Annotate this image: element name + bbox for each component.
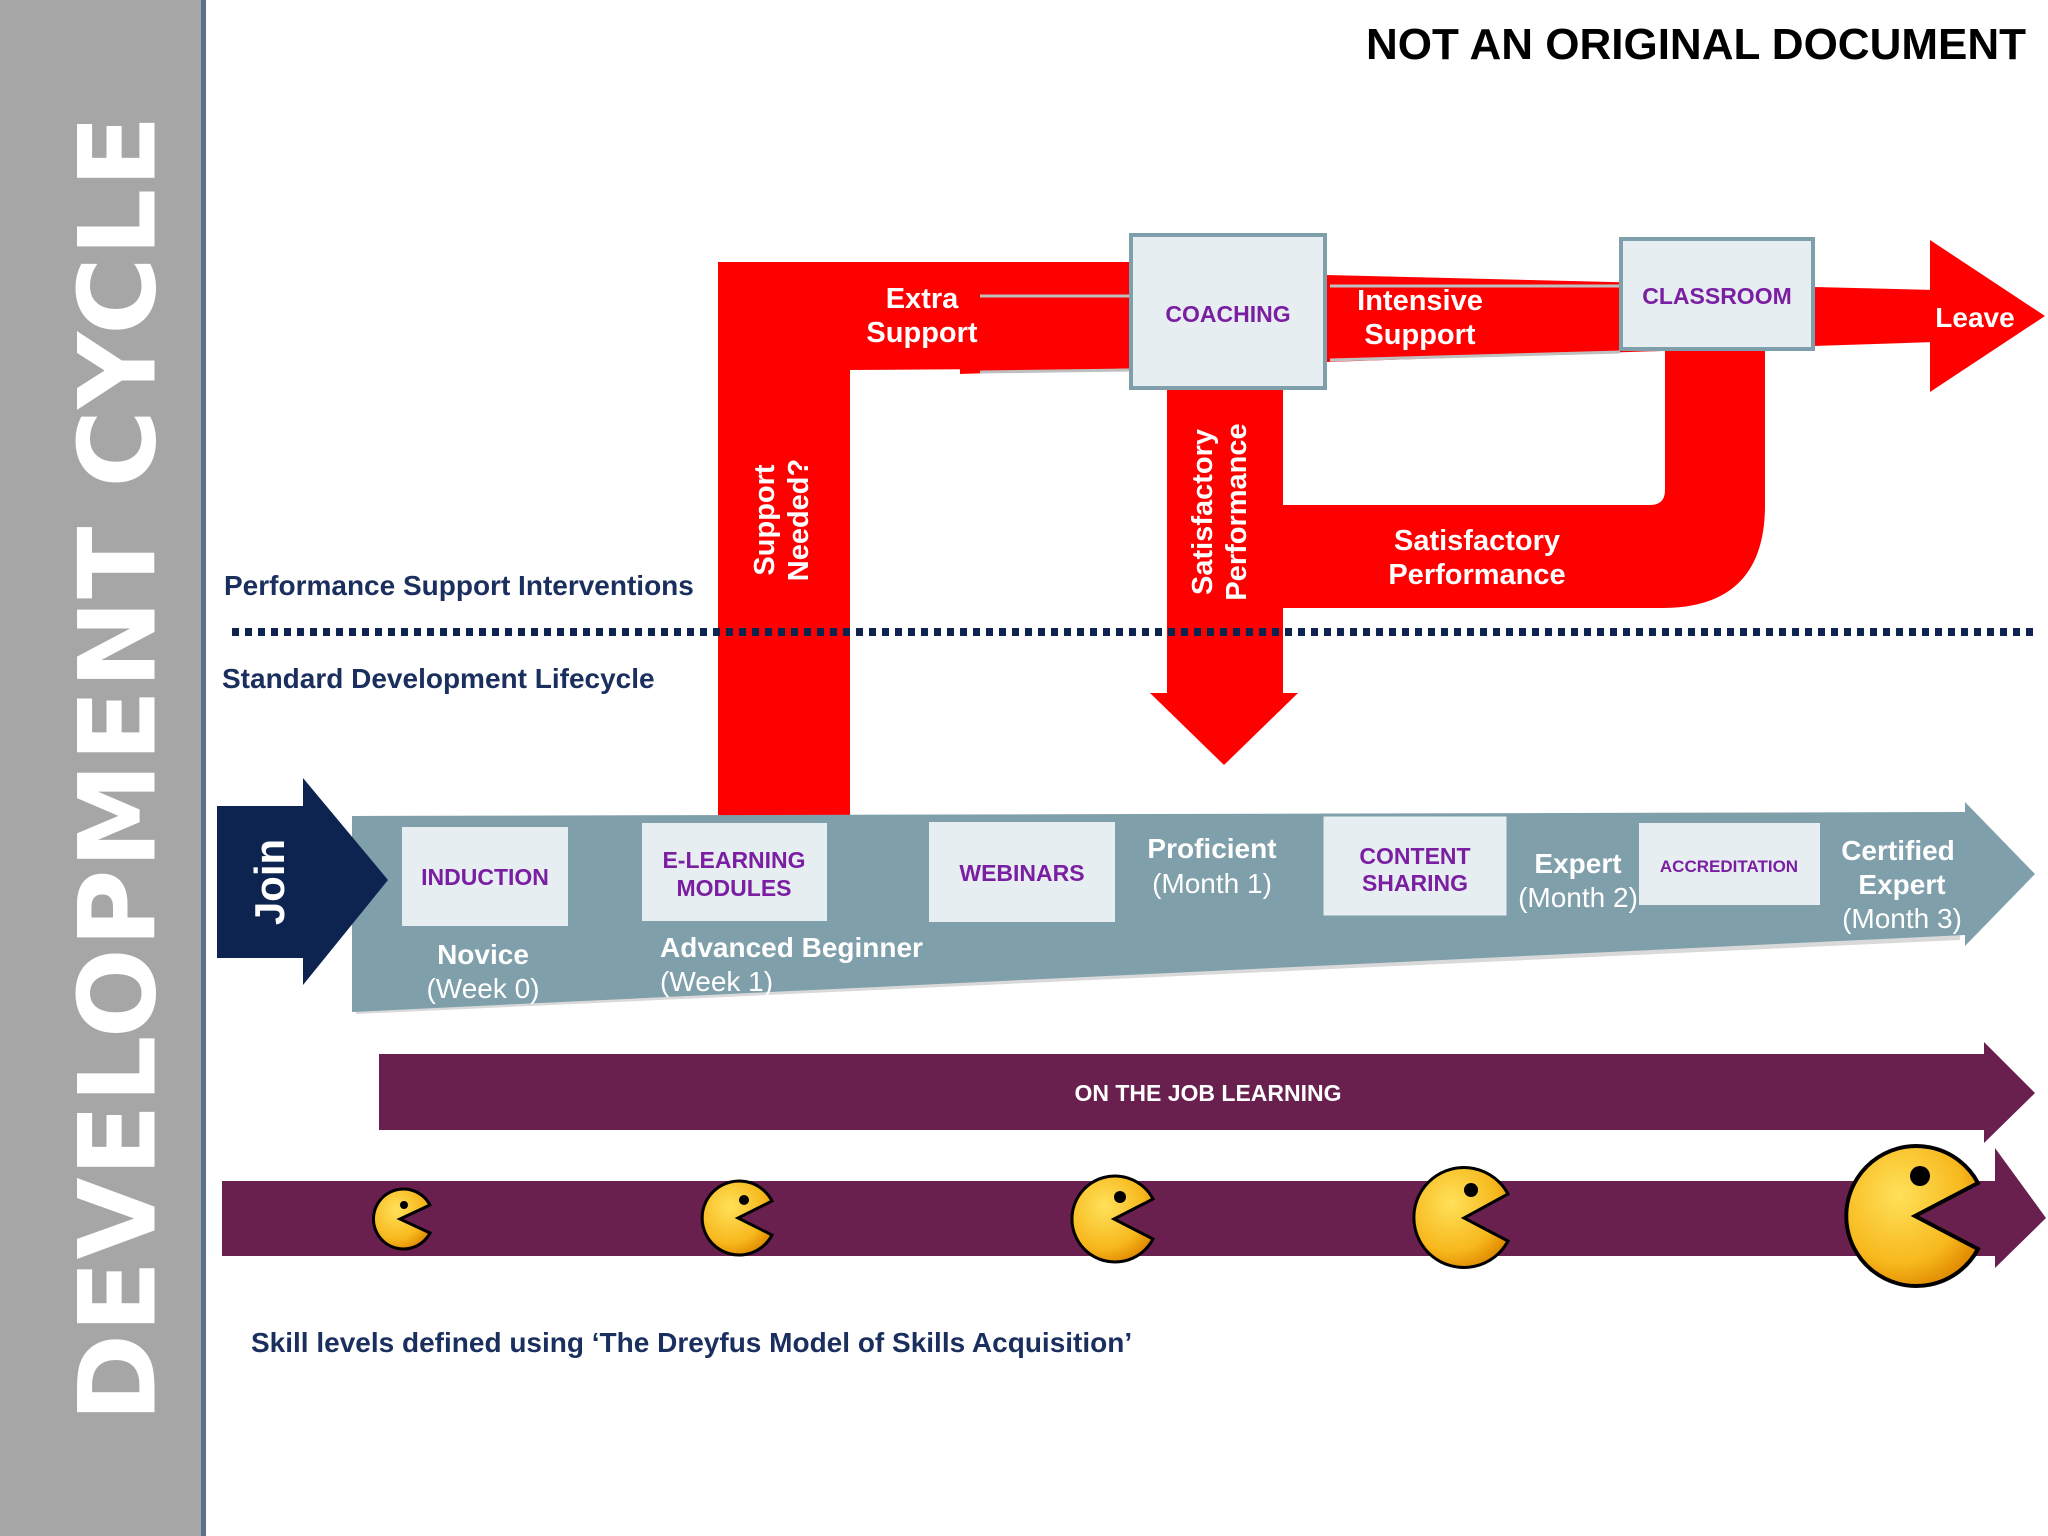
pacman-icon-expert xyxy=(1412,1166,1511,1269)
coaching-box: COACHING xyxy=(1129,233,1327,390)
classroom-label: CLASSROOM xyxy=(1642,283,1792,309)
satisfactory-vertical-label-2: Performance xyxy=(1221,423,1253,600)
join-label: Join xyxy=(246,839,293,925)
stage-expert: Expert xyxy=(1534,848,1621,879)
satisfactory-shaft xyxy=(1167,380,1283,695)
induction-box: INDUCTION xyxy=(402,827,568,926)
stage-certified-2: Expert xyxy=(1858,869,1945,900)
sidebar: DEVELOPMENT CYCLE xyxy=(0,0,206,1536)
leave-arrowhead xyxy=(1930,240,2045,392)
stage-novice-time: (Week 0) xyxy=(426,973,539,1004)
support-needed-label-2: Needed? xyxy=(783,459,815,581)
on-the-job-label: ON THE JOB LEARNING xyxy=(1074,1080,1341,1106)
webinars-label: WEBINARS xyxy=(959,860,1084,886)
content-sharing-label-2: SHARING xyxy=(1362,870,1468,896)
pacman-icon-proficient xyxy=(1070,1174,1156,1264)
stage-proficient: Proficient xyxy=(1147,833,1276,864)
induction-label: INDUCTION xyxy=(421,864,549,890)
stage-certified-1: Certified xyxy=(1841,835,1955,866)
elearning-label-1: E-LEARNING xyxy=(662,847,805,873)
satisfactory-arrowhead xyxy=(1150,693,1298,765)
pacman-icon-advanced-beginner xyxy=(700,1179,775,1257)
satisfactory-loop xyxy=(1282,345,1765,608)
accreditation-box: ACCREDITATION xyxy=(1639,823,1820,905)
stage-expert-time: (Month 2) xyxy=(1518,882,1638,913)
support-needed-label-1: Support xyxy=(749,464,781,575)
extra-support-label-1: Extra xyxy=(886,283,959,315)
stage-advanced-beginner: Advanced Beginner xyxy=(660,932,923,963)
content-sharing-label-1: CONTENT xyxy=(1359,843,1470,869)
extra-support-label-2: Support xyxy=(866,317,977,349)
leave-label: Leave xyxy=(1935,302,2014,333)
lower-section-label: Standard Development Lifecycle xyxy=(222,663,655,694)
intensive-support-label-1: Intensive xyxy=(1357,285,1483,317)
coaching-label: COACHING xyxy=(1165,301,1290,327)
elearning-box: E-LEARNING MODULES xyxy=(642,823,827,921)
pacman-icon-novice xyxy=(372,1187,433,1251)
stage-advanced-beginner-time: (Week 1) xyxy=(660,966,773,997)
on-the-job-arrow xyxy=(379,1042,2035,1143)
footer-note: Skill levels defined using ‘The Dreyfus … xyxy=(251,1327,1133,1358)
intensive-support-label-2: Support xyxy=(1364,319,1475,351)
support-needed-arrow xyxy=(718,262,1140,818)
elearning-label-2: MODULES xyxy=(677,875,792,901)
watermark: NOT AN ORIGINAL DOCUMENT xyxy=(1366,20,2026,69)
pacman-icon-certified-expert xyxy=(1844,1144,1981,1288)
satisfactory-loop-label-1: Satisfactory xyxy=(1394,525,1560,557)
stage-certified-time: (Month 3) xyxy=(1842,903,1962,934)
classroom-box: CLASSROOM xyxy=(1619,237,1815,351)
content-sharing-box: CONTENT SHARING xyxy=(1320,813,1510,919)
satisfactory-vertical-label-1: Satisfactory xyxy=(1187,429,1219,595)
accreditation-label: ACCREDITATION xyxy=(1660,857,1798,876)
satisfactory-loop-label-2: Performance xyxy=(1388,559,1565,591)
stage-proficient-time: (Month 1) xyxy=(1152,868,1272,899)
webinars-box: WEBINARS xyxy=(929,822,1115,922)
join-arrow xyxy=(217,778,388,985)
stage-novice: Novice xyxy=(437,939,529,970)
upper-section-label: Performance Support Interventions xyxy=(224,570,694,601)
